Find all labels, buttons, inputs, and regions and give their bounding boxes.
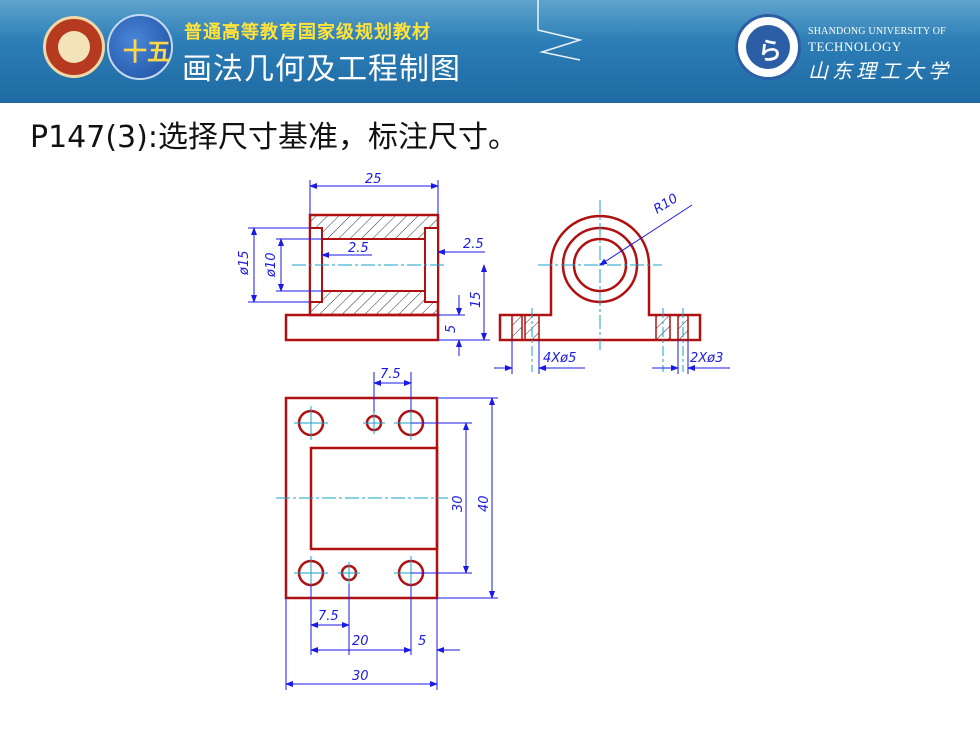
dim-front-depth-left: 2.5 [348,241,369,256]
front-base-plate [284,313,440,342]
header-banner: 十五 普通高等教育国家级规划教材 画法几何及工程制图 ら SHANDONG UN… [0,0,980,103]
logo-c-text: ら [758,36,782,65]
front-view: 25 2.5 2.5 ø15 ø10 15 5 [237,172,490,356]
header-decoration [537,0,583,61]
dim-side-radius: R10 [651,191,681,217]
dim-front-diam-outer: ø15 [237,251,252,277]
dim-front-height: 15 [469,291,484,308]
university-name-en-2: TECHNOLOGY [808,39,902,54]
university-name-cn: 山东理工大学 [808,59,952,83]
dim-front-depth-right: 2.5 [463,237,484,252]
dim-top-height-inner: 30 [451,495,466,512]
dim-bottom-span: 20 [352,634,369,649]
tenth-five-plan-logo: 十五 [107,14,173,80]
school-seal-logo [43,16,105,78]
dim-front-diam-inner: ø10 [264,253,279,279]
dim-bottom-edge: 5 [418,634,426,649]
side-view: R10 4Xø5 2Xø3 [494,191,730,374]
dim-side-small-holes: 2Xø3 [690,351,723,366]
dim-front-base: 5 [444,325,459,333]
dim-bottom-offset: 7.5 [318,609,339,624]
dim-bottom-width: 30 [352,669,369,684]
book-title: 画法几何及工程制图 [182,52,461,87]
university-name-en-1: SHANDONG UNIVERSITY OF [808,26,946,37]
logo-b-text: 十五 [123,37,171,66]
top-view: 7.5 30 40 7.5 20 5 30 [276,367,498,690]
slide-heading: P147(3):选择尺寸基准，标注尺寸。 [30,120,518,155]
series-title: 普通高等教育国家级规划教材 [184,22,431,43]
dim-side-holes: 4Xø5 [543,351,576,366]
dim-top-offset: 7.5 [380,367,401,382]
dim-front-width: 25 [365,172,382,187]
front-hatch-bottom [310,291,438,315]
university-logo: ら [735,14,801,80]
dim-top-height-outer: 40 [477,495,492,512]
front-hatch-top [310,215,438,239]
